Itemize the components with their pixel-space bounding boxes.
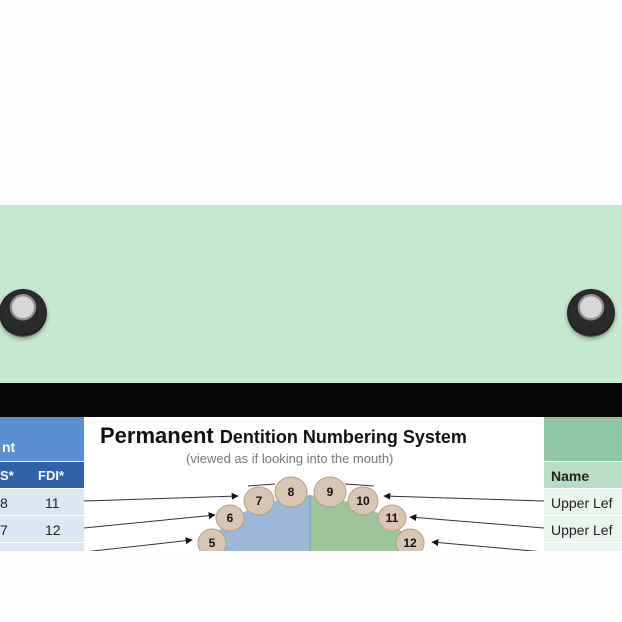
tooth-name-cell: Upper Lef: [551, 495, 613, 511]
tooth-6-label: 6: [227, 511, 234, 525]
tooth-10-label: 10: [356, 494, 370, 508]
tooth-8-label: 8: [288, 485, 295, 499]
bottom-whitespace: [0, 551, 622, 622]
tooth-7-label: 7: [256, 494, 263, 508]
fdi-cell: 12: [45, 522, 61, 538]
left-table-row-partial: [0, 542, 84, 552]
card-header-band: [0, 205, 622, 384]
tooth-8: [274, 476, 308, 508]
right-table-header: [544, 417, 622, 461]
left-table-column-headers: S* FDI*: [0, 462, 84, 488]
left-col-fdi-header: FDI*: [38, 468, 64, 483]
chart-subtitle: (viewed as if looking into the mouth): [186, 451, 394, 466]
binder-hole-right: [567, 289, 615, 337]
universal-cell: 7: [0, 522, 8, 538]
chart-title-rest: Dentition Numbering System: [219, 427, 467, 447]
leader-line: [83, 492, 239, 502]
black-divider-bar: [0, 383, 622, 417]
leader-line: [344, 483, 375, 487]
right-table-row: Upper Lef: [544, 516, 622, 542]
tooth-6: [215, 504, 245, 532]
leader-line: [383, 492, 545, 502]
tooth-5: [197, 528, 227, 551]
right-col-name-header: Name: [551, 468, 590, 484]
left-table-header: nt: [0, 417, 84, 461]
palate-right-half: [310, 495, 413, 551]
leader-line: [431, 539, 539, 551]
right-table-row: Upper Lef: [544, 489, 622, 515]
left-table-title: nt: [2, 439, 16, 455]
tooth-12: [395, 528, 425, 551]
leader-line: [409, 514, 545, 529]
chart-title-bold: Permanent: [100, 423, 214, 448]
tooth-9: [313, 476, 347, 508]
tooth-9-label: 9: [327, 485, 334, 499]
tooth-11-label: 11: [386, 511, 399, 525]
left-table-row: 8 11: [0, 488, 84, 515]
tooth-5-label: 5: [209, 536, 216, 550]
tooth-12-label: 12: [403, 536, 417, 550]
right-table-row-partial: [544, 543, 622, 551]
tooth-7: [243, 486, 275, 516]
chart-title: Permanent Dentition Numbering System: [100, 423, 467, 449]
leader-line: [88, 537, 193, 551]
tooth-11: [377, 504, 407, 532]
palate-left-half: [207, 495, 310, 551]
tooth-name-cell: Upper Lef: [551, 522, 613, 538]
left-table-row: 7 12: [0, 515, 84, 542]
left-col-universal-header: S*: [0, 468, 14, 483]
leader-line: [83, 512, 216, 529]
universal-cell: 8: [0, 495, 8, 511]
binder-hole-left: [0, 289, 47, 337]
right-table-column-headers: Name: [544, 462, 622, 488]
leader-line: [247, 483, 276, 487]
fdi-cell: 11: [45, 495, 60, 511]
tooth-10: [347, 486, 379, 516]
